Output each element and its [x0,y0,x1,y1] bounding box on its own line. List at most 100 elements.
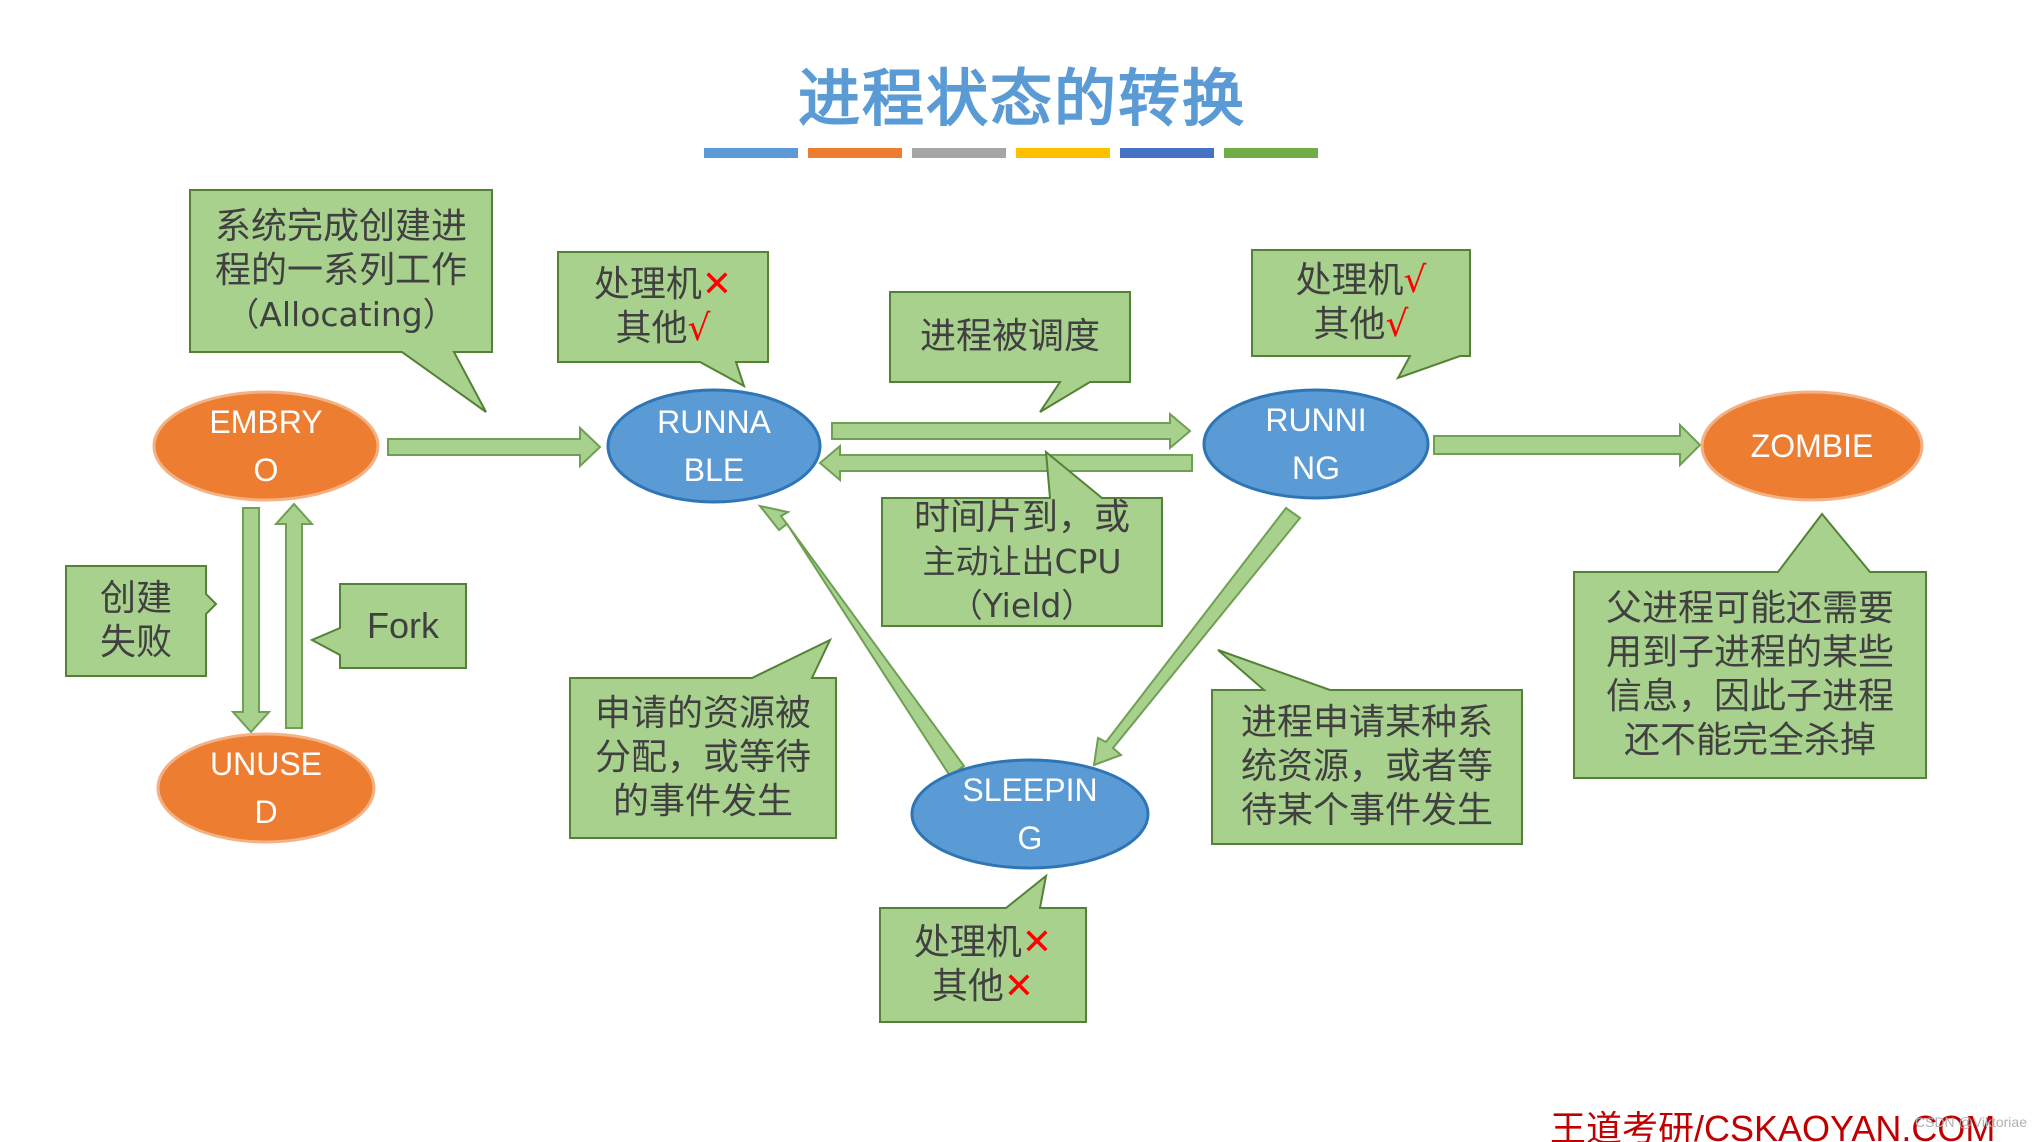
cross-icon: ✕ [1021,922,1053,963]
callout-line: Fork [367,605,439,646]
slide-title: 进程状态的转换 [797,62,1246,135]
title-bar-segment [704,148,798,158]
callout-zombie-note-shape [1573,512,1927,779]
arrow-running-to-sleeping [1092,506,1302,767]
state-runnable-label: RUNNA BLE [608,392,820,500]
callout-line: 统资源，或者等 [1240,746,1493,787]
callout-line: 信息，因此子进程 [1605,676,1894,717]
callout-line: 申请的资源被 [594,693,811,734]
callout-line: （Yield） [949,586,1095,625]
callout-timeslice-shape [881,449,1163,627]
node-line: NG [1292,450,1340,486]
callout-allocating-shape [189,189,493,413]
cross-icon: ✕ [1003,966,1035,1007]
processor-label: 处理机 [1295,260,1404,301]
node-line: G [1017,820,1043,856]
callout-create-fail: 创建 失败 [66,566,206,676]
callout-line: 其他√ [616,307,711,351]
callout-fork-shape [309,583,467,669]
arrow-running-to-runnable [818,443,1193,483]
check-icon: √ [1385,304,1409,345]
callout-line: 处理机✕ [594,263,732,307]
check-icon: √ [687,308,711,349]
callout-scheduled-shape [889,291,1131,413]
state-zombie-label: ZOMBIE [1702,392,1922,500]
callout-line: 的事件发生 [612,781,793,822]
callout-line: 其他√ [1314,303,1409,347]
callout-line: 还不能完全杀掉 [1623,720,1876,761]
callout-runnable-state-shape [557,251,769,389]
arrow-embryo-to-runnable [387,425,602,469]
callout-line: 进程被调度 [919,316,1100,357]
title-bar-segment [808,148,902,158]
node-line: O [253,452,279,488]
other-label: 其他 [615,308,688,349]
processor-label: 处理机 [913,922,1022,963]
callout-line: 处理机✕ [914,921,1052,965]
callout-sleeping-state: 处理机✕ 其他✕ [880,908,1086,1022]
other-label: 其他 [931,966,1004,1007]
title-color-bar [704,148,1318,158]
node-line: SLEEPIN [962,772,1098,808]
state-unused-label: UNUSE D [158,734,374,842]
callout-running-state-shape [1251,249,1471,380]
callout-line: 系统完成创建进 [214,206,467,247]
callout-line: 程的一系列工作 [214,250,467,291]
callout-line: 用到子进程的某些 [1605,632,1894,673]
callout-scheduled: 进程被调度 [890,292,1130,382]
callout-request-resource-shape [1211,649,1523,845]
node-line: RUNNI [1265,402,1367,438]
arrow-running-to-zombie [1433,422,1702,468]
callout-line: 主动让出CPU [922,542,1122,581]
callout-line: 时间片到，或 [913,497,1130,538]
callout-line: 失败 [99,622,172,663]
callout-line: 待某个事件发生 [1240,790,1493,831]
node-line: UNUSE [209,746,322,782]
arrow-runnable-to-running [831,411,1192,451]
callout-line: 创建 [99,578,172,619]
callout-line: （Allocating） [226,295,456,334]
node-line: D [254,794,278,830]
check-icon: √ [1403,260,1427,301]
state-embryo-label: EMBRY O [154,392,378,500]
title-bar-segment [912,148,1006,158]
callout-allocating: 系统完成创建进 程的一系列工作 （Allocating） [190,190,492,352]
state-embryo-ellipse [152,390,380,502]
arrow-sleeping-to-runnable [757,504,966,778]
callout-running-state: 处理机√ 其他√ [1252,250,1470,356]
watermark: CSDN @Viktoriae [1915,1114,2027,1130]
callout-timeslice: 时间片到，或 主动让出CPU （Yield） [882,497,1162,626]
callout-sleeping-state-shape [879,873,1087,1023]
state-running-ellipse [1202,388,1430,500]
node-line: RUNNA [657,404,771,440]
node-line: BLE [683,452,745,488]
arrow-unused-to-embryo [273,502,315,729]
title-bar-segment [1224,148,1318,158]
footer-brand: 王道考研/CSKAOYAN.COM [1550,1108,1996,1142]
callout-zombie-note: 父进程可能还需要 用到子进程的某些 信息，因此子进程 还不能完全杀掉 [1574,572,1926,778]
state-zombie-ellipse [1700,390,1924,502]
callout-line: 其他✕ [932,965,1034,1009]
processor-label: 处理机 [593,264,702,305]
callout-line: 父进程可能还需要 [1605,588,1894,629]
title-bar-segment [1120,148,1214,158]
state-unused-ellipse [156,732,376,844]
state-running-label: RUNNI NG [1204,390,1428,498]
callout-fork: Fork [340,584,466,668]
title-bar-segment [1016,148,1110,158]
callout-create-fail-shape [65,565,218,677]
arrow-embryo-to-unused [230,507,272,734]
callout-request-resource: 进程申请某种系 统资源，或者等 待某个事件发生 [1212,690,1522,844]
callout-runnable-state: 处理机✕ 其他√ [558,252,768,362]
state-sleeping-ellipse [910,758,1150,870]
state-sleeping-label: SLEEPIN G [912,760,1148,868]
callout-resource-granted-shape [569,637,837,839]
state-runnable-ellipse [606,388,822,504]
callout-line: 处理机√ [1296,259,1427,303]
node-line: EMBRY [209,404,323,440]
node-line: ZOMBIE [1750,428,1874,464]
callout-line: 进程申请某种系 [1240,702,1493,743]
other-label: 其他 [1313,304,1386,345]
